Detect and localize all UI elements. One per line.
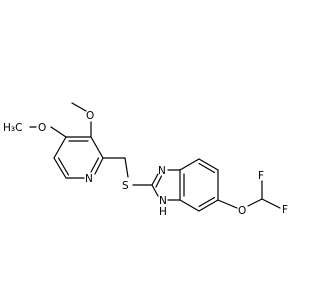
- bond-ch2-s: [124, 157, 129, 178]
- bond-c5-c6-double: [57, 157, 70, 176]
- bond-chf2-f-right: [261, 198, 281, 209]
- fluorine-right-label: F: [282, 204, 288, 216]
- bond-c6-o: [217, 199, 238, 209]
- bond-n-c2-double: [90, 157, 100, 173]
- bond-c4-c5-benz-double: [198, 162, 216, 174]
- bond-c2-n3: [151, 173, 159, 186]
- bonds: [29, 102, 281, 212]
- thioether-sulfur-label: S: [122, 180, 129, 192]
- bond-c6-c7-benz-double: [198, 196, 216, 208]
- imidazole-nh-nitrogen-label: N: [159, 195, 167, 207]
- bond-n1-c2: [151, 184, 159, 197]
- molecule-structure: O H₃C O N S N N H O F F: [3, 102, 288, 218]
- bond-c4-c5: [53, 136, 67, 159]
- imidazole-nitrogen-label: N: [158, 165, 166, 177]
- bond-n-c2: [94, 157, 104, 175]
- imidazole-hydrogen-label: H: [159, 206, 167, 218]
- fluorine-upper-label: F: [258, 170, 264, 182]
- bond-c3a-c4: [179, 158, 200, 171]
- methoxy-left-methyl-label: H₃C: [3, 122, 22, 134]
- bond-c2-c3: [90, 136, 104, 159]
- bond-c2-n3-double: [155, 175, 163, 188]
- atom-labels: O H₃C O N S N N H O F F: [3, 110, 288, 218]
- bond-c4-c5-benz: [198, 158, 219, 171]
- bond-c5-c6: [53, 157, 67, 179]
- methoxy-upper-oxygen-label: O: [86, 110, 94, 122]
- structure-canvas: O H₃C O N S N N H O F F: [3, 102, 288, 218]
- bond-c7-c7a: [179, 199, 200, 212]
- ether-oxygen-label: O: [238, 205, 246, 217]
- methoxy-left-oxygen-label: O: [38, 122, 46, 134]
- bond-methyl-o-upper: [71, 102, 87, 112]
- bond-c6-c7-benz: [198, 199, 219, 212]
- bond-o-c4: [50, 126, 67, 138]
- pyridine-nitrogen-label: N: [85, 173, 93, 185]
- bond-o-chf2: [247, 198, 263, 207]
